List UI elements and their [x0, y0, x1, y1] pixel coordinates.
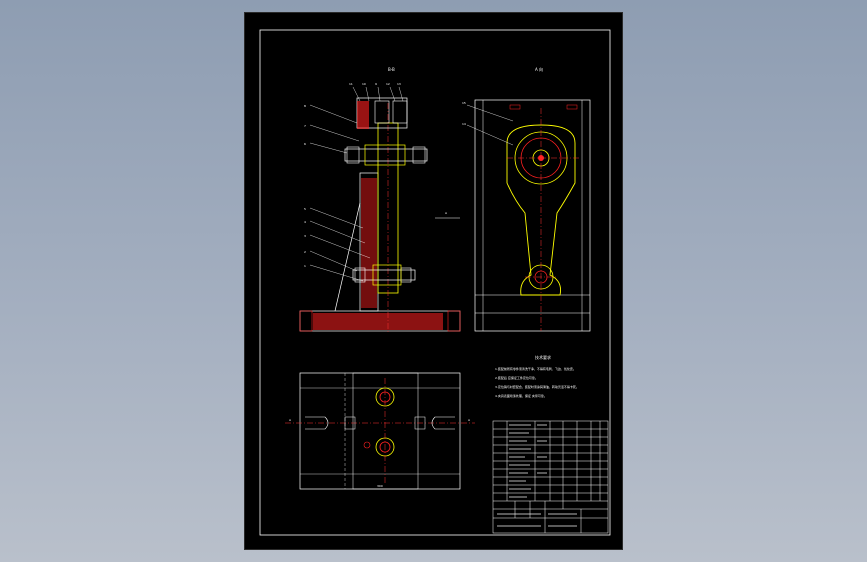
technical-requirements: 技术要求 1.装配前所有零件须清洗干净，不得有毛刺、飞边、氧化皮。 2.装配后 … [495, 354, 579, 398]
notes-title: 技术要求 [535, 354, 551, 360]
balloon-2: 2 [304, 250, 306, 254]
balloon-14: 14 [462, 122, 466, 126]
balloon-12: 12 [386, 82, 390, 86]
fixture-assembly-drawing: B-B [259, 29, 611, 536]
balloon-5: 5 [304, 207, 306, 211]
front-section-view: B-B [299, 67, 461, 333]
section-mark-label: A [445, 211, 448, 215]
arrow-label-right: A [468, 418, 471, 422]
side-view-label: A 向 [535, 66, 543, 72]
balloon-4: 4 [304, 220, 306, 224]
balloon-9: 9 [375, 82, 377, 86]
top-view: A A 300 [285, 372, 475, 490]
note-line-2: 2.装配后 应保证工件定位可靠。 [495, 375, 538, 380]
balloon-8: 8 [304, 104, 306, 108]
side-view: A 向 15 14 [462, 66, 591, 332]
balloon-11: 11 [349, 82, 353, 86]
parts-list-text-marks [497, 424, 577, 527]
balloon-10: 10 [362, 82, 366, 86]
title-block [492, 420, 609, 534]
balloon-15: 15 [462, 101, 466, 105]
balloon-6: 6 [304, 142, 306, 146]
balloon-3: 3 [304, 234, 306, 238]
arrow-label-left: A [289, 418, 292, 422]
note-line-4: 4.夹具表面喷漆处理，保证 夹紧可靠。 [495, 393, 547, 398]
balloon-7: 7 [304, 124, 306, 128]
note-line-1: 1.装配前所有零件须清洗干净，不得有毛刺、飞边、氧化皮。 [495, 366, 576, 371]
note-line-3: 3.定位销与衬套配合，装配时须涂润滑油，转动灵活不得卡死。 [495, 384, 579, 389]
outer-frame [259, 29, 611, 536]
balloon-1: 1 [304, 264, 306, 268]
drawing-sheet: B-B [245, 13, 622, 549]
top-view-dimension: 300 [377, 484, 383, 488]
section-view-label: B-B [388, 67, 395, 72]
balloon-13: 13 [397, 82, 401, 86]
